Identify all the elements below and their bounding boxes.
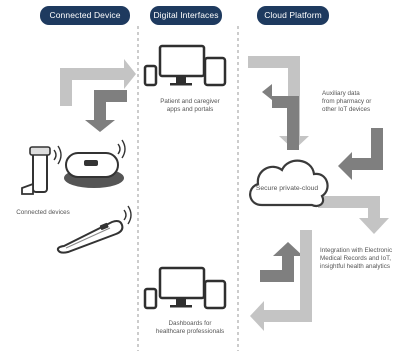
label-auxiliary-data: Auxiliary data from pharmacy or other Io… [322, 90, 404, 114]
cloud-icon [249, 159, 329, 208]
label-connected-devices: Connected devices [16, 209, 70, 216]
label-line: Auxiliary data [322, 90, 360, 97]
label-line: Integration with Electronic [320, 247, 393, 254]
header-cloud-platform: Cloud Platform [257, 6, 329, 25]
tablet-icon [203, 56, 227, 87]
apps-devices-group [143, 44, 227, 87]
arrow-auxiliary-to-cloud [338, 128, 383, 180]
label-line: apps and portals [166, 106, 214, 113]
label-line: other IoT devices [322, 106, 371, 113]
label-line: Medical Records and IoT, [320, 255, 392, 262]
arrow-cloud-to-dashboards [250, 230, 312, 331]
dashboard-devices-group [143, 266, 227, 310]
wifi-signal-icon [123, 205, 132, 225]
wifi-signal-icon [117, 139, 126, 159]
sensor-device-icon [64, 152, 124, 188]
arrow-dashboards-to-cloud [260, 242, 303, 282]
label-secure-cloud: Secure private-cloud [255, 185, 319, 192]
label-line: healthcare professionals [155, 328, 225, 335]
header-digital-interfaces: Digital Interfaces [150, 6, 222, 25]
label-line: Patient and caregiver [160, 98, 220, 105]
arrow-cloud-to-integration [318, 196, 389, 234]
label-line: insightful health analytics [320, 263, 391, 270]
inhaler-icon [21, 146, 51, 195]
monitor-icon [158, 266, 206, 308]
arrow-device-to-apps [60, 59, 136, 106]
header-connected-device: Connected Device [40, 6, 130, 25]
monitor-icon [158, 44, 206, 86]
arrow-cloud-to-apps [262, 84, 299, 150]
phone-icon [143, 287, 158, 310]
label-line: Dashboards for [168, 320, 212, 327]
label-integration: Integration with Electronic Medical Reco… [320, 247, 416, 271]
arrow-apps-to-device [85, 90, 127, 132]
label-dashboards: Dashboards for healthcare professionals [145, 320, 235, 336]
smart-pen-icon [56, 220, 124, 254]
label-line: from pharmacy or [322, 98, 372, 105]
wifi-signal-icon [53, 145, 62, 165]
tablet-icon [203, 279, 227, 310]
phone-icon [143, 64, 158, 87]
label-apps-portals: Patient and caregiver apps and portals [145, 98, 235, 114]
